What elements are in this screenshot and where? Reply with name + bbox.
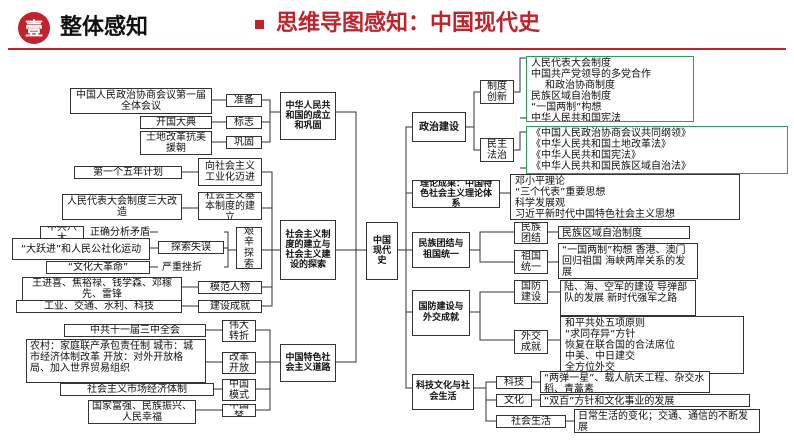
list-item: 民族区域自治制度 (531, 91, 611, 102)
list-item: 中美、中日建交 (565, 351, 635, 362)
list-item: 科学发展观 (515, 198, 565, 209)
list-item: 中华人民共和国宪法 (531, 113, 621, 122)
leaf-industry-list: 工业、交通、水利、科技 (16, 300, 182, 313)
header-title: 整体感知 (60, 15, 149, 40)
list-item: 恢复在联合国的合法席位 (565, 340, 675, 351)
mid-culture: 文化 (496, 394, 532, 407)
list-item: 和平共处五项原则 (565, 318, 645, 329)
header-divider (8, 48, 786, 50)
list-item: “求同存异”方针 (565, 329, 636, 340)
mid-ethnic-unity: 民族团结 (514, 222, 548, 244)
mid-diplomacy: 外交成就 (514, 330, 548, 354)
list-item: 邓小平理论 (515, 176, 565, 187)
label-setback: 严重挫折 (162, 262, 202, 273)
header-badge: 壹 (18, 12, 50, 44)
leaf-great-leap: “大跃进”和人民公社化运动 (12, 238, 150, 260)
list-laws: 《中国人民政治协商会议共同纲领》 《中华人民共和国土地改革法》 《中华人民共和国… (526, 126, 788, 174)
leaf-reform-details: 农村：家庭联产承包责任制 城市：城市经济体制改革 开放：对外开放格局、加入世界贸… (26, 339, 206, 383)
leaf-two-bombs: “两弹一星”、载人航天工程、杂交水稻、青蒿素 (540, 371, 710, 393)
list-item: 《中华人民共和国民族区域自治法》 (531, 161, 691, 172)
mid-exploration: 艰辛探索 (236, 227, 262, 269)
branch-unity: 民族团结与祖国统一 (412, 232, 470, 268)
leaf-cultural-revolution: “文化大革命” (46, 261, 150, 274)
list-item: 人民代表大会制度 (531, 58, 611, 69)
mid-consolidate: 巩固 (226, 136, 262, 149)
list-item: “三个代表”重要思想 (515, 187, 606, 198)
list-item: 《中国人民政治协商会议共同纲领》 (531, 128, 691, 139)
leaf-military: 陆、海、空军的建设 导弹部队的发展 新时代强军之路 (560, 280, 696, 316)
bullet-marker (255, 20, 264, 29)
leaf-third-plenum: 中共十一届三中全会 (64, 324, 206, 337)
label-contradictions: 正确分析矛盾 (90, 227, 150, 238)
mid-turning-point: 伟大转折 (222, 320, 256, 342)
mid-democracy-law: 民主法治 (480, 138, 514, 162)
mid-role-models: 模范人物 (198, 281, 262, 294)
mid-basic-system: 社会主义基本制度的建立 (198, 192, 262, 220)
branch-chinese-path: 中国特色社会主义道路 (280, 344, 336, 382)
leaf-five-year-plan: 第一个五年计划 (74, 166, 182, 179)
branch-theory: 理论成果：中国特色社会主义理论体系 (412, 180, 500, 208)
list-diplomacy: 和平共处五项原则 “求同存异”方针 恢复在联合国的合法席位 中美、中日建交 全方… (560, 316, 744, 374)
page-subtitle: 思维导图感知：中国现代史 (276, 11, 541, 36)
mid-prepare: 准备 (226, 94, 262, 107)
leaf-npc-system: 人民代表大会制度三大改造 (62, 194, 182, 220)
mid-china-dream: 中国梦 (222, 404, 256, 417)
list-item: 全方位外交 (565, 362, 615, 373)
list-item: 《中华人民共和国土地改革法》 (531, 139, 671, 150)
mid-achievements: 建设成就 (198, 300, 262, 313)
leaf-models-list: 王进喜、焦裕禄、钱学森、邓稼先、雷锋 (22, 277, 182, 301)
mid-reunification: 祖国统一 (514, 250, 548, 274)
mid-reform-opening: 改革开放 (222, 352, 256, 374)
mid-china-model: 中国模式 (222, 379, 256, 401)
mid-sign: 标志 (226, 116, 262, 129)
list-item: 《中华人民共和国宪法》 (531, 150, 641, 161)
list-item: 和政治协商制度 (545, 80, 615, 91)
list-institutions: 人民代表大会制度 中国共产党领导的多党合作 和政治协商制度 民族区域自治制度 “… (526, 56, 694, 122)
list-item: 习近平新时代中国特色社会主义思想 (515, 209, 675, 220)
list-theories: 邓小平理论 “三个代表”重要思想 科学发展观 习近平新时代中国特色社会主义思想 (510, 174, 740, 220)
branch-socialist-system: 社会主义制度的建立与社会主义建设的探索 (280, 220, 336, 280)
leaf-land-reform: 土地改革抗美援朝 (140, 131, 212, 155)
label-mistakes: 探索失误 (158, 241, 224, 254)
mid-institution-innovation: 制度创新 (480, 80, 514, 104)
center-node: 中国现代史 (366, 222, 398, 280)
leaf-founding-ceremony: 开国大典 (140, 116, 212, 129)
branch-politics: 政治建设 (412, 112, 466, 142)
leaf-double-hundred: “双百”方针和文化事业的发展 (540, 394, 750, 407)
leaf-ethnic-autonomy: 民族区域自治制度 (558, 226, 690, 239)
branch-science-culture: 科技文化与社会生活 (412, 374, 474, 410)
mid-defense: 国防建设 (514, 280, 548, 304)
mid-technology: 科技 (496, 376, 532, 389)
branch-defense-diplomacy: 国防建设与外交成就 (412, 290, 470, 336)
leaf-market-economy: 社会主义市场经济体制 (60, 383, 214, 396)
leaf-daily-life: 日常生活的变化；交通、通信的不断发展 (574, 409, 760, 433)
branch-founding: 中华人民共和国的成立和巩固 (280, 92, 336, 140)
list-item: “一国两制”构想 (531, 102, 602, 113)
list-item: 中国共产党领导的多党合作 (531, 69, 651, 80)
mid-industrialization: 向社会主义工业化迈进 (198, 158, 262, 186)
mid-social-life: 社会生活 (496, 415, 566, 428)
leaf-cppcc: 中国人民政治协商会议第一届全体会议 (70, 88, 212, 114)
leaf-one-country-two-systems: “一国两制”构想 香港、澳门回归祖国 海峡两岸关系的发展 (558, 243, 698, 279)
leaf-china-dream: 国家富强、民族振兴、人民幸福 (88, 400, 196, 424)
